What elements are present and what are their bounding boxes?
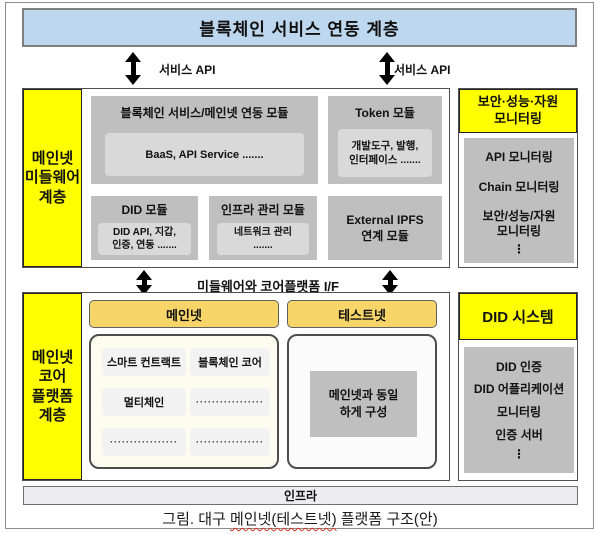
did-system-item: DID 인증 xyxy=(495,360,543,374)
double-arrow-icon xyxy=(125,52,141,85)
monitoring-item: Chain 모니터링 xyxy=(478,180,560,194)
module-did: DID 모듈 DID API, 지갑, 인증, 연동 ....... xyxy=(91,196,198,260)
monitoring-section: 보안·성능·자원 모니터링 API 모니터링 Chain 모니터링 보안/성능/… xyxy=(458,88,578,268)
module-token: Token 모듈 개발도구, 발행, 인터페이스 ....... xyxy=(328,96,442,184)
module-blockchain-service-mainnet: 블록체인 서비스/메인넷 연동 모듈 BaaS, API Service ...… xyxy=(91,96,318,184)
module-detail: DID API, 지갑, 인증, 연동 ....... xyxy=(98,223,191,255)
monitoring-title: 보안·성능·자원 모니터링 xyxy=(459,89,577,133)
service-api-label-left: 서비스 API xyxy=(159,63,216,77)
module-detail: BaaS, API Service ....... xyxy=(105,133,304,176)
infra-bar: 인프라 xyxy=(23,486,578,505)
arrow-up-head-icon xyxy=(379,52,395,62)
testnet-body: 메인넷과 동일 하게 구성 xyxy=(287,334,437,469)
did-system-panel: DID 인증 DID 어플리케이션 모니터링 인증 서버 ⋮ xyxy=(464,347,574,473)
arrow-up-head-icon xyxy=(125,52,141,62)
double-arrow-icon xyxy=(382,270,398,295)
module-infra-management: 인프라 관리 모듈 네트워크 관리 ....... xyxy=(209,196,317,260)
mainnet-header: 메인넷 xyxy=(89,300,279,328)
mainnet-cell-placeholder: ················· xyxy=(190,428,270,456)
testnet-note: 메인넷과 동일 하게 구성 xyxy=(310,371,417,437)
module-title: DID 모듈 xyxy=(121,203,168,217)
arrow-shaft xyxy=(130,62,136,75)
mainnet-cell-placeholder: ················· xyxy=(102,428,186,456)
mainnet-cell: 스마트 컨트랙트 xyxy=(102,348,186,376)
monitoring-panel: API 모니터링 Chain 모니터링 보안/성능/자원 모니터링 ⋮ xyxy=(464,138,574,263)
mainnet-body: 스마트 컨트랙트 블록체인 코어 멀티체인 ················· … xyxy=(89,334,279,469)
module-title: 인프라 관리 모듈 xyxy=(221,203,305,217)
monitoring-item: API 모니터링 xyxy=(485,150,553,164)
double-arrow-icon xyxy=(136,270,152,295)
ellipsis-vertical-icon: ⋮ xyxy=(513,447,525,461)
outer-frame xyxy=(5,2,594,529)
mainnet-cell: 블록체인 코어 xyxy=(190,348,270,376)
top-banner: 블록체인 서비스 연동 계층 xyxy=(22,8,577,47)
arrow-down-head-icon xyxy=(382,285,398,295)
caption-suffix: 플랫폼 구조(안) xyxy=(336,511,438,528)
core-platform-section: 메인넷 코어 플랫폼 계층 메인넷 테스트넷 스마트 컨트랙트 블록체인 코어 … xyxy=(22,292,450,481)
monitoring-item: 보안/성능/자원 모니터링 xyxy=(482,209,556,238)
did-system-item: DID 어플리케이션 xyxy=(473,382,565,396)
middleware-core-interface-label: 미들웨어와 코어플랫폼 I/F xyxy=(197,279,339,294)
caption-spellcheck-text: 메인넷(테스트넷) xyxy=(229,511,337,528)
arrow-shaft xyxy=(387,280,393,285)
arrow-down-head-icon xyxy=(125,75,141,85)
mainnet-cell-placeholder: ················· xyxy=(190,388,270,416)
did-system-title: DID 시스템 xyxy=(459,293,577,340)
did-system-item: 모니터링 xyxy=(496,405,542,419)
core-platform-layer-label: 메인넷 코어 플랫폼 계층 xyxy=(23,293,82,480)
double-arrow-icon xyxy=(379,52,395,85)
did-system-item: 인증 서버 xyxy=(495,428,543,442)
service-api-label-right: 서비스 API xyxy=(394,63,451,77)
module-external-ipfs: External IPFS 연계 모듈 xyxy=(328,196,442,260)
arrow-down-head-icon xyxy=(379,75,395,85)
figure-caption: 그림. 대구 메인넷(테스트넷) 플랫폼 구조(안) xyxy=(0,508,600,529)
mainnet-cell: 멀티체인 xyxy=(102,388,186,416)
module-title: Token 모듈 xyxy=(355,106,415,120)
did-system-section: DID 시스템 DID 인증 DID 어플리케이션 모니터링 인증 서버 ⋮ xyxy=(458,292,578,481)
ellipsis-vertical-icon: ⋮ xyxy=(513,242,525,256)
arrow-shaft xyxy=(384,62,390,75)
arrow-shaft xyxy=(141,280,147,285)
middleware-layer-section: 메인넷 미들웨어 계층 블록체인 서비스/메인넷 연동 모듈 BaaS, API… xyxy=(22,88,450,268)
middleware-layer-label: 메인넷 미들웨어 계층 xyxy=(23,89,82,267)
testnet-header: 테스트넷 xyxy=(287,300,437,328)
arrow-down-head-icon xyxy=(136,285,152,295)
arrow-up-head-icon xyxy=(382,270,398,280)
arrow-up-head-icon xyxy=(136,270,152,280)
module-title: 블록체인 서비스/메인넷 연동 모듈 xyxy=(120,106,289,120)
caption-prefix: 그림. 대구 xyxy=(162,511,230,528)
module-detail: 네트워크 관리 ....... xyxy=(217,223,309,255)
module-detail: 개발도구, 발행, 인터페이스 ....... xyxy=(338,129,432,177)
